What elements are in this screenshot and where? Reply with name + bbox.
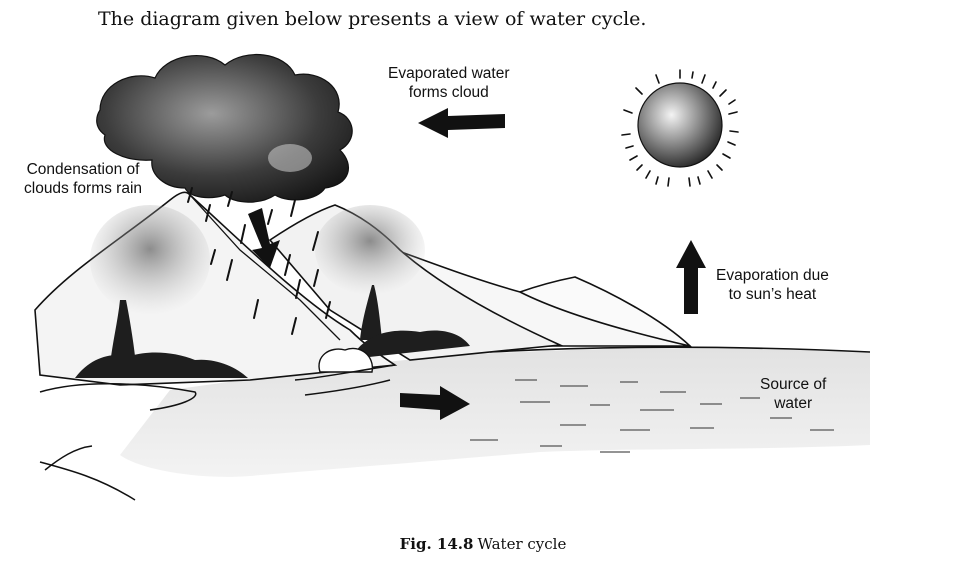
label-source-of-water: Source of water	[760, 375, 826, 413]
label-evaporated-water: Evaporated water forms cloud	[388, 64, 510, 102]
label-evaporation-line2: to sun’s heat	[728, 286, 817, 303]
label-condensation: Condensation of clouds forms rain	[24, 160, 142, 198]
rain-cloud-icon	[96, 53, 353, 203]
label-source-line2: water	[774, 395, 813, 412]
trees	[75, 285, 470, 378]
white-bush	[318, 347, 374, 373]
arrow-down-rain	[248, 208, 280, 268]
arrow-left-cloud	[418, 108, 505, 138]
arrow-up-evaporation	[676, 240, 706, 314]
shoreline	[39, 364, 396, 501]
arrow-right-runoff	[400, 386, 470, 420]
label-evaporated-line1: Evaporated water	[388, 65, 510, 82]
figure-title: Water cycle	[477, 535, 567, 553]
intro-text: The diagram given below presents a view …	[98, 8, 647, 30]
label-evaporation: Evaporation due to sun’s heat	[716, 266, 829, 304]
label-condensation-line1: Condensation of	[26, 161, 140, 178]
label-evaporated-line2: forms cloud	[408, 84, 489, 101]
figure-number: Fig. 14.8	[399, 535, 474, 553]
sun-icon	[621, 69, 739, 187]
label-evaporation-line1: Evaporation due	[716, 267, 829, 284]
label-condensation-line2: clouds forms rain	[24, 180, 143, 197]
water-body	[120, 346, 871, 477]
label-source-line1: Source of	[760, 376, 827, 393]
rain-drops	[187, 187, 331, 335]
